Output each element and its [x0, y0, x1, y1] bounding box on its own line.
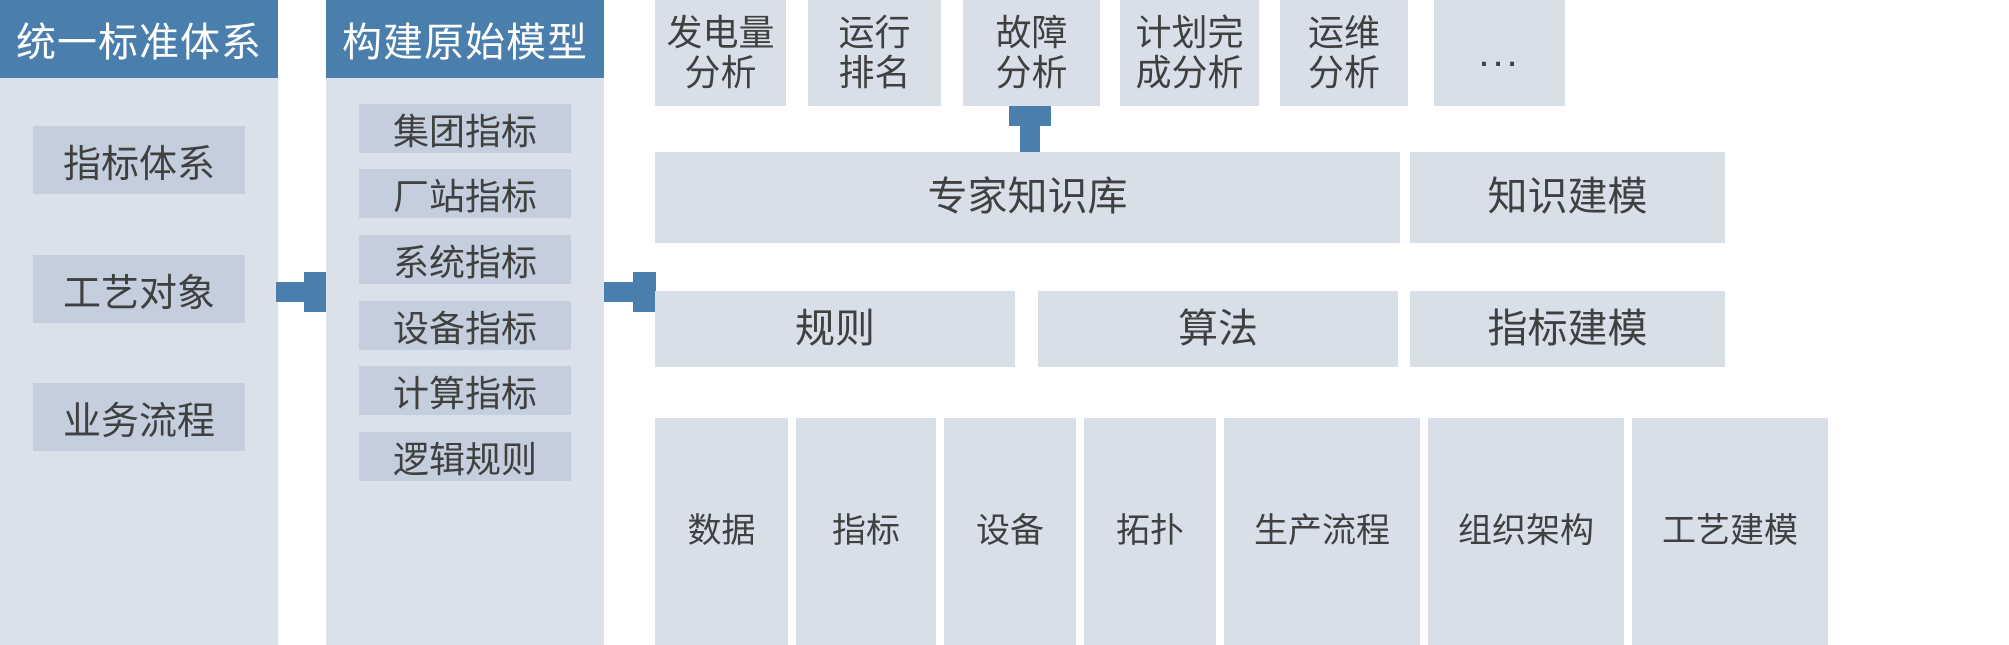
column-1-header: 统一标准体系 — [0, 0, 278, 78]
knowledge-base-box[interactable]: 专家知识库 — [655, 152, 1400, 243]
base-box-production-process[interactable]: 生产流程 — [1224, 418, 1420, 645]
column-2-item-5[interactable]: 逻辑规则 — [359, 432, 571, 481]
knowledge-modeling-box[interactable]: 知识建模 — [1410, 152, 1725, 243]
column-1-item-0[interactable]: 指标体系 — [33, 126, 245, 194]
base-box-data[interactable]: 数据 — [655, 418, 788, 645]
arrow-col2-to-rules-icon — [604, 272, 656, 312]
arrow-col1-to-col2-icon — [276, 272, 326, 312]
rules-box[interactable]: 规则 — [655, 291, 1015, 367]
base-box-indicator[interactable]: 指标 — [796, 418, 936, 645]
analysis-card-more[interactable]: ... — [1434, 0, 1565, 106]
column-2-header: 构建原始模型 — [326, 0, 604, 78]
base-box-device[interactable]: 设备 — [944, 418, 1076, 645]
column-2-item-2[interactable]: 系统指标 — [359, 235, 571, 284]
analysis-card-power-generation[interactable]: 发电量 分析 — [655, 0, 786, 106]
analysis-card-operation-maintenance[interactable]: 运维 分析 — [1280, 0, 1408, 106]
analysis-card-fault[interactable]: 故障 分析 — [963, 0, 1100, 106]
algorithms-box[interactable]: 算法 — [1038, 291, 1398, 367]
column-2-item-1[interactable]: 厂站指标 — [359, 169, 571, 218]
column-2-item-3[interactable]: 设备指标 — [359, 301, 571, 350]
column-2-item-4[interactable]: 计算指标 — [359, 366, 571, 415]
column-1-item-1[interactable]: 工艺对象 — [33, 255, 245, 323]
column-2-item-0[interactable]: 集团指标 — [359, 104, 571, 153]
analysis-card-plan-completion[interactable]: 计划完 成分析 — [1120, 0, 1259, 106]
arrow-fault-to-knowledge-icon — [1009, 106, 1051, 153]
base-box-organization-structure[interactable]: 组织架构 — [1428, 418, 1624, 645]
indicator-modeling-box[interactable]: 指标建模 — [1410, 291, 1725, 367]
base-box-process-modeling[interactable]: 工艺建模 — [1632, 418, 1828, 645]
analysis-card-operation-ranking[interactable]: 运行 排名 — [808, 0, 941, 106]
column-1-item-2[interactable]: 业务流程 — [33, 383, 245, 451]
base-box-topology[interactable]: 拓扑 — [1084, 418, 1216, 645]
